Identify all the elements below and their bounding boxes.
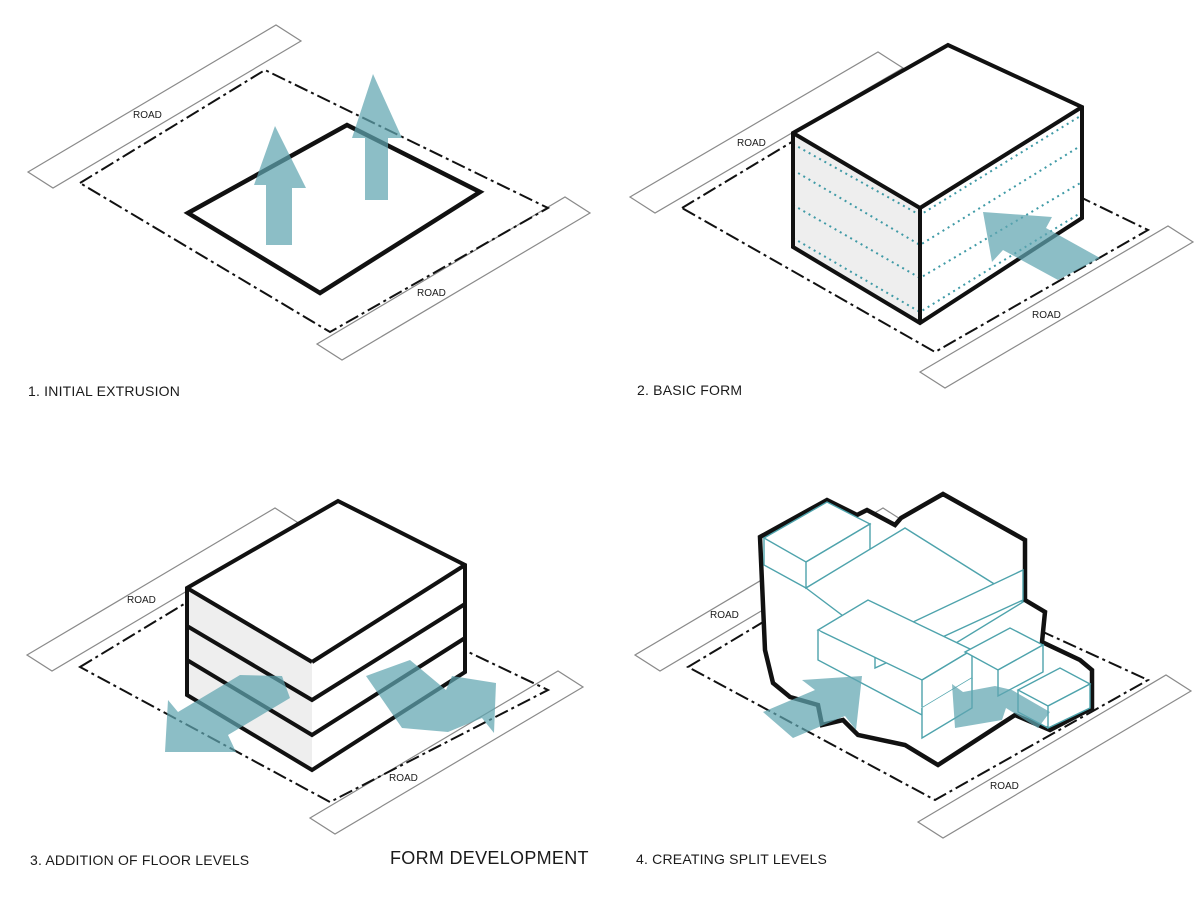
lower-volume-side <box>1047 682 1091 730</box>
extrusion-arrow-icon <box>352 74 402 200</box>
building-edge <box>185 586 314 664</box>
building-left-face <box>793 133 920 323</box>
building-edge <box>791 131 922 210</box>
floor-slab-line <box>185 602 467 703</box>
building-outline <box>185 498 467 773</box>
building-right-face <box>312 565 465 770</box>
panel-caption: 2. BASIC FORM <box>637 382 742 398</box>
panel-caption: 4. CREATING SPLIT LEVELS <box>636 851 827 867</box>
site-boundary <box>680 93 1151 354</box>
circulation-arrow-icon <box>366 660 496 733</box>
approach-arrow-icon <box>983 212 1100 280</box>
floor-line <box>792 181 1083 280</box>
building-edge <box>918 105 1084 210</box>
building-outline <box>791 42 1084 326</box>
road-label: ROAD <box>133 110 162 121</box>
panel-caption: 3. ADDITION OF FLOOR LEVELS <box>30 852 249 868</box>
road-strip-bottom <box>315 196 592 361</box>
extrusion-arrow-icon <box>254 126 306 245</box>
floor-line <box>792 211 1083 314</box>
panel-initial-extrusion: ROAD ROAD 1. INITIAL EXTRUSION <box>26 24 592 399</box>
panel-caption: 1. INITIAL EXTRUSION <box>28 383 180 399</box>
split-level-volumes <box>762 501 1092 740</box>
building-top-face <box>187 501 465 662</box>
diagram-title: FORM DEVELOPMENT <box>390 848 589 868</box>
road-label: ROAD <box>737 138 766 149</box>
circulation-arrow-icon <box>165 675 290 752</box>
road-label: ROAD <box>127 595 156 606</box>
panel-floor-levels: ROAD ROAD 3. ADDITION OF FLOOR LEVELS <box>25 498 585 868</box>
road-strip-top <box>628 51 905 214</box>
upper-left-volume-edge <box>763 538 807 589</box>
road-label: ROAD <box>1032 310 1061 321</box>
circulation-arrow-icon <box>763 676 862 738</box>
floor-line <box>792 144 1083 247</box>
building-footprint <box>183 122 485 296</box>
road-label: ROAD <box>710 610 739 621</box>
road-strip-bottom <box>918 225 1195 389</box>
road-label: ROAD <box>990 781 1019 792</box>
building-edge <box>310 563 467 664</box>
site-boundary <box>78 68 551 334</box>
panel-basic-form: ROAD ROAD 2. BASIC FORM <box>628 42 1195 398</box>
road-label: ROAD <box>417 288 446 299</box>
road-label: ROAD <box>389 773 418 784</box>
road-strip-bottom <box>916 674 1193 839</box>
building-top-face <box>793 45 1082 208</box>
road-strip-top <box>26 24 303 189</box>
panel-split-levels: ROAD ROAD 4. CREATING SPLIT LEVELS <box>633 491 1193 867</box>
circulation-arrow-icon <box>952 684 1050 728</box>
